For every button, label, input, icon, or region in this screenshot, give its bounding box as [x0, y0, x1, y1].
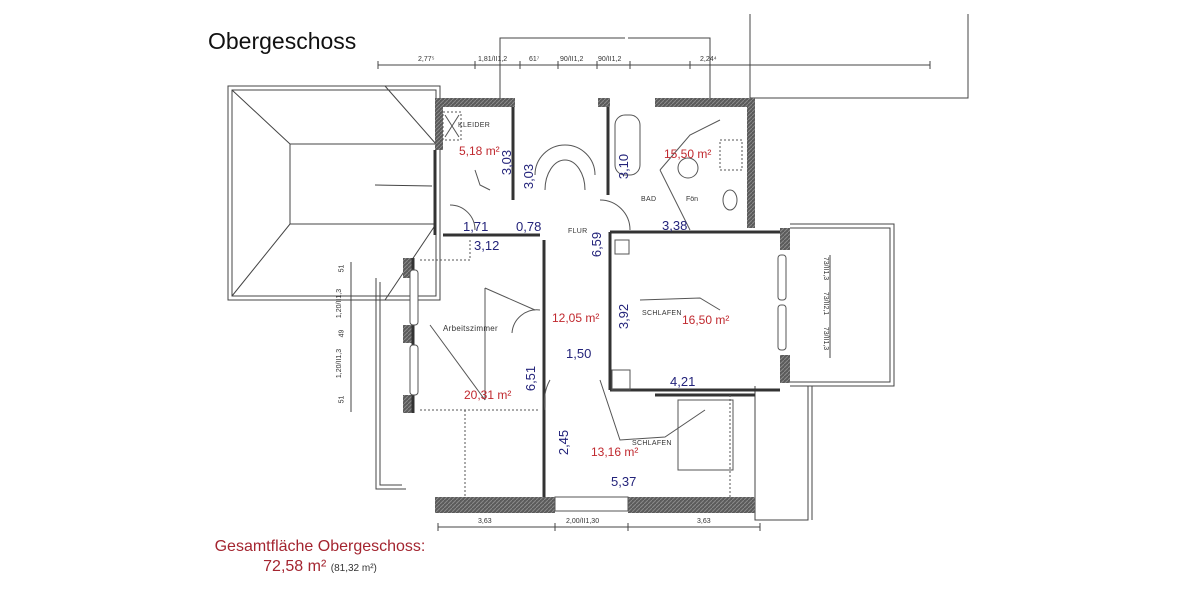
left-dim-1: 51: [338, 264, 346, 273]
left-dim-4: 1,20/II1,3: [336, 348, 344, 379]
measure-3-12: 3,12: [474, 238, 500, 253]
measure-4-21: 4,21: [670, 374, 696, 389]
left-dim-3: 49: [338, 329, 346, 338]
top-dim-5: 90/II1,2: [598, 56, 622, 63]
measure-1-50: 1,50: [566, 346, 592, 361]
top-dim-2: 1,81/II1,2: [478, 56, 508, 63]
measure-3-92: 3,92: [616, 303, 632, 330]
measure-1-71: 1,71: [463, 219, 489, 234]
measure-3-38: 3,38: [662, 218, 688, 233]
room-label-bad: BAD: [641, 196, 657, 203]
right-dim-1: 73/II1,3: [822, 256, 830, 281]
top-dim-6: 2,24⁴: [700, 56, 717, 63]
measure-6-59: 6,59: [589, 231, 605, 258]
right-dim-2: 73/II2,1: [822, 291, 830, 316]
page-title: Obergeschoss: [208, 28, 357, 54]
total-area-label: Gesamtfläche Obergeschoss:: [214, 538, 426, 555]
area-arbeitszimmer: 20,31 m²: [464, 388, 512, 402]
area-flur: 12,05 m²: [552, 311, 600, 325]
top-dim-4: 90/II1,2: [560, 56, 584, 63]
total-area-secondary: (81,32 m²): [330, 563, 377, 574]
total-area-value: 72,58 m²: [263, 558, 327, 575]
measure-0-78: 0,78: [516, 219, 542, 234]
measure-3-03-a: 3,03: [499, 149, 515, 176]
area-bad: 15,50 m²: [664, 147, 712, 161]
measure-3-03-b: 3,03: [521, 163, 537, 190]
room-label-arbeitszimmer: Arbeitszimmer: [443, 324, 499, 333]
left-dim-2: 1,20/II1,3: [336, 288, 344, 319]
measure-5-37: 5,37: [611, 474, 637, 489]
room-label-flur: FLUR: [568, 228, 588, 235]
top-dim-1: 2,77⁵: [418, 56, 435, 63]
room-label-schlafen-1: SCHLAFEN: [642, 310, 682, 317]
area-kleider: 5,18 m²: [459, 144, 500, 158]
measure-6-51: 6,51: [523, 365, 539, 392]
left-dim-5: 51: [338, 395, 346, 404]
bottom-dim-2: 2,00/II1,30: [566, 518, 600, 525]
room-label-schlafen-2: SCHLAFEN: [632, 440, 672, 447]
total-area-block: Gesamtfläche Obergeschoss: 72,58 m² (81,…: [210, 538, 430, 576]
area-schlafen-1: 16,50 m²: [682, 313, 730, 327]
room-label-kleider: KLEIDER: [458, 122, 491, 129]
right-dim-3: 73/II1,3: [822, 326, 830, 351]
top-dim-3: 61⁷: [529, 56, 540, 63]
measure-3-10: 3,10: [616, 153, 632, 180]
bottom-dim-1: 3,63: [478, 518, 492, 525]
area-schlafen-2: 13,16 m²: [591, 445, 639, 459]
measure-2-45: 2,45: [556, 429, 572, 456]
label-foen: Fön: [686, 196, 699, 203]
bottom-dim-3: 3,63: [697, 518, 711, 525]
